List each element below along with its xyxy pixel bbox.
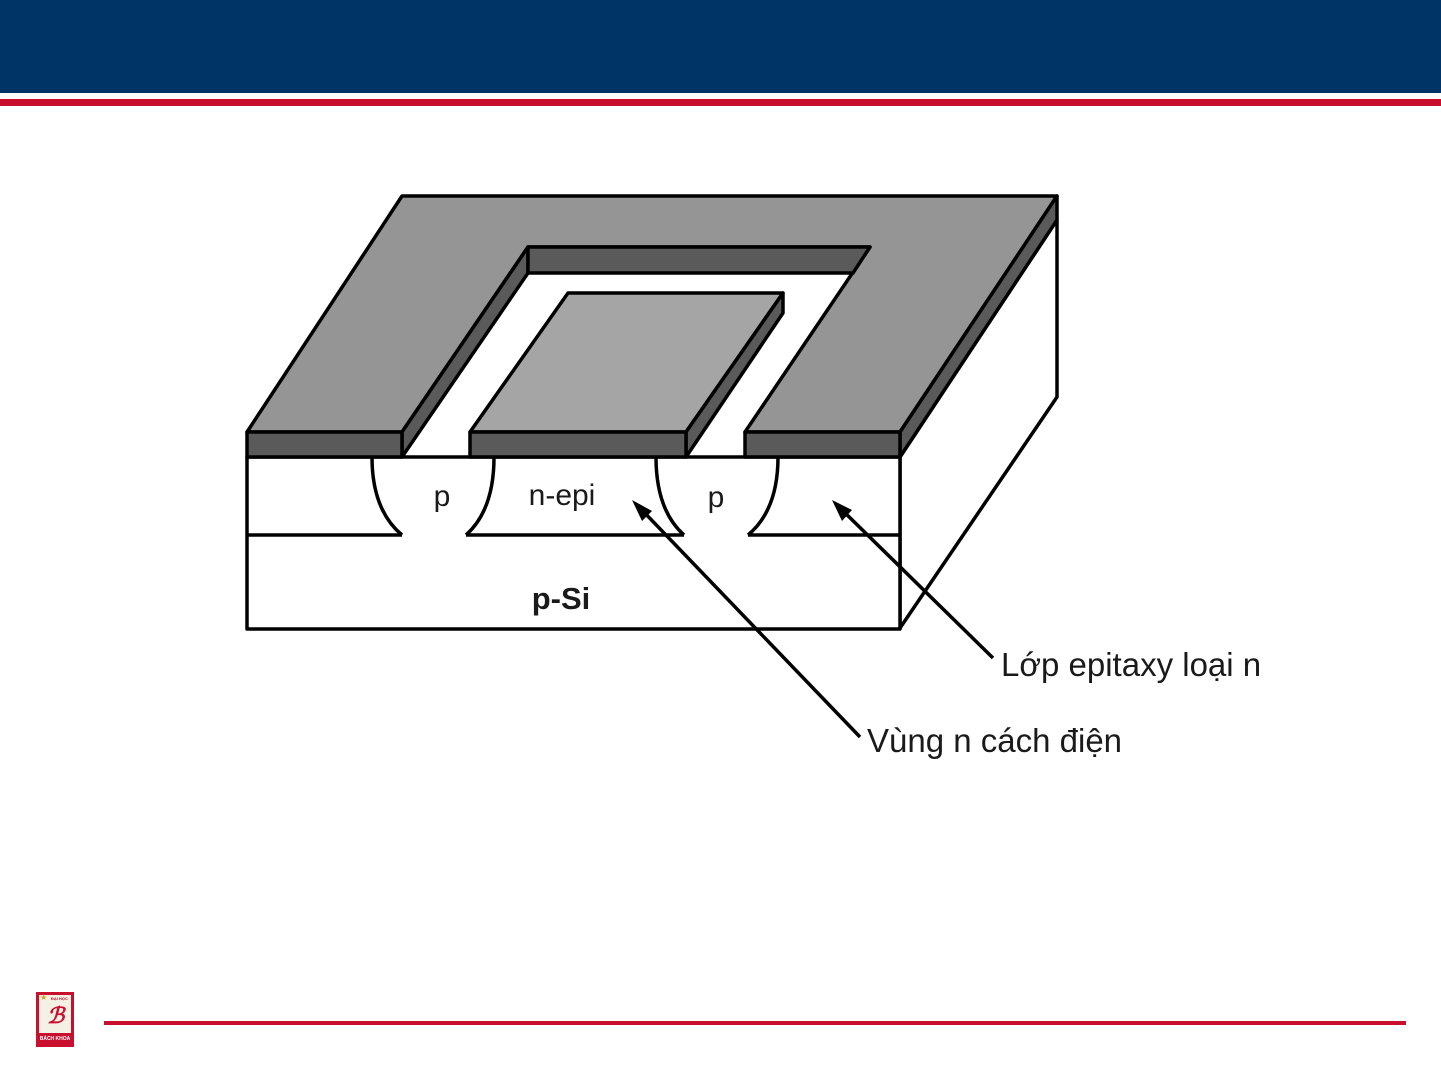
logo-text-bottom: BÁCH KHOA [38, 1036, 72, 1042]
metal-frame-right-front [745, 432, 900, 457]
logo-text-top: ĐẠI HỌC [51, 996, 68, 1001]
callout-epitaxy-label: Lớp epitaxy loại n [1001, 646, 1261, 683]
logo-star-icon: ★ [40, 993, 47, 1002]
metal-frame-left-front [247, 432, 402, 457]
footer-divider-red [104, 1021, 1406, 1025]
label-n-epi: n-epi [529, 479, 596, 512]
logo-emblem-icon: ℬ [47, 1003, 64, 1029]
label-p-right: p [708, 481, 725, 514]
callout-isolated-label: Vùng n cách điện [867, 722, 1122, 759]
metal-frame-inner-back-edge [528, 247, 870, 273]
bach-khoa-logo-icon: ★ ĐẠI HỌC ℬ BÁCH KHOA [36, 992, 74, 1047]
label-substrate: p-Si [532, 581, 591, 616]
label-p-left: p [434, 480, 451, 513]
center-pad-front [470, 432, 686, 457]
